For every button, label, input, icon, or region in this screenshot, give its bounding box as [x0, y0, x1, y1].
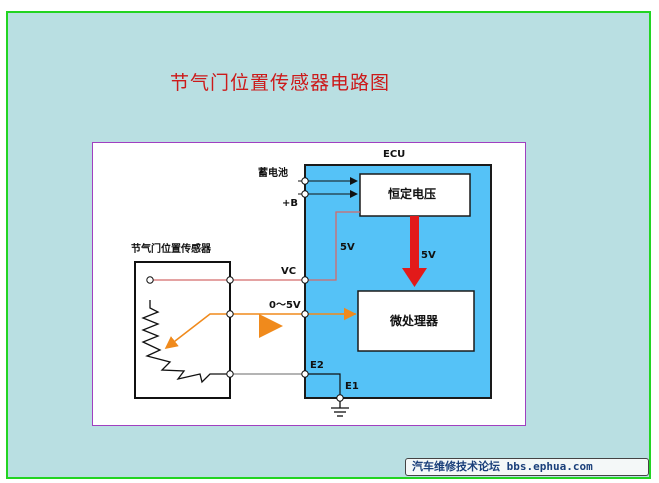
vc-line-voltage-label: 5V: [340, 242, 355, 253]
internal-5v-arrow-head: [402, 268, 427, 287]
signal-range-label: 0～5V: [269, 300, 301, 311]
resistor-symbol: [141, 300, 232, 384]
microprocessor-box: [357, 290, 475, 352]
sensor-internal-top-node: [146, 276, 154, 284]
sensor-signal-terminal: [226, 310, 234, 318]
internal-5v-label: 5V: [421, 250, 436, 261]
battery-terminal: [301, 177, 309, 185]
watermark-footer: 汽车维修技术论坛 bbs.ephua.com: [405, 458, 649, 476]
e2-e1-link: [305, 373, 341, 398]
plus-b-terminal: [301, 190, 309, 198]
sensor-vc-terminal: [226, 276, 234, 284]
sensor-block: [134, 261, 231, 399]
battery-label: 蓄电池: [258, 168, 288, 179]
ecu-label: ECU: [383, 149, 406, 160]
vc-label: VC: [281, 266, 297, 277]
constant-voltage-box: [359, 173, 471, 217]
sensor-label: 节气门位置传感器: [131, 244, 211, 255]
e2-terminal: [301, 370, 309, 378]
ground-icon: [331, 401, 349, 417]
footer-brand: 汽车维修技术论坛: [412, 460, 500, 473]
sensor-e2-terminal: [226, 370, 234, 378]
constant-voltage-label: 恒定电压: [388, 187, 437, 201]
footer-url[interactable]: bbs.ephua.com: [506, 460, 593, 473]
plus-b-label: +B: [282, 198, 299, 209]
page-title: 节气门位置传感器电路图: [170, 72, 391, 94]
signal-terminal: [301, 310, 309, 318]
e2-label: E2: [310, 360, 324, 371]
e1-label: E1: [345, 381, 359, 392]
e1-terminal: [336, 394, 344, 402]
microprocessor-label: 微处理器: [390, 314, 439, 328]
internal-5v-arrow-shaft: [410, 216, 419, 271]
vc-terminal: [301, 276, 309, 284]
vc-wire: [150, 211, 360, 281]
